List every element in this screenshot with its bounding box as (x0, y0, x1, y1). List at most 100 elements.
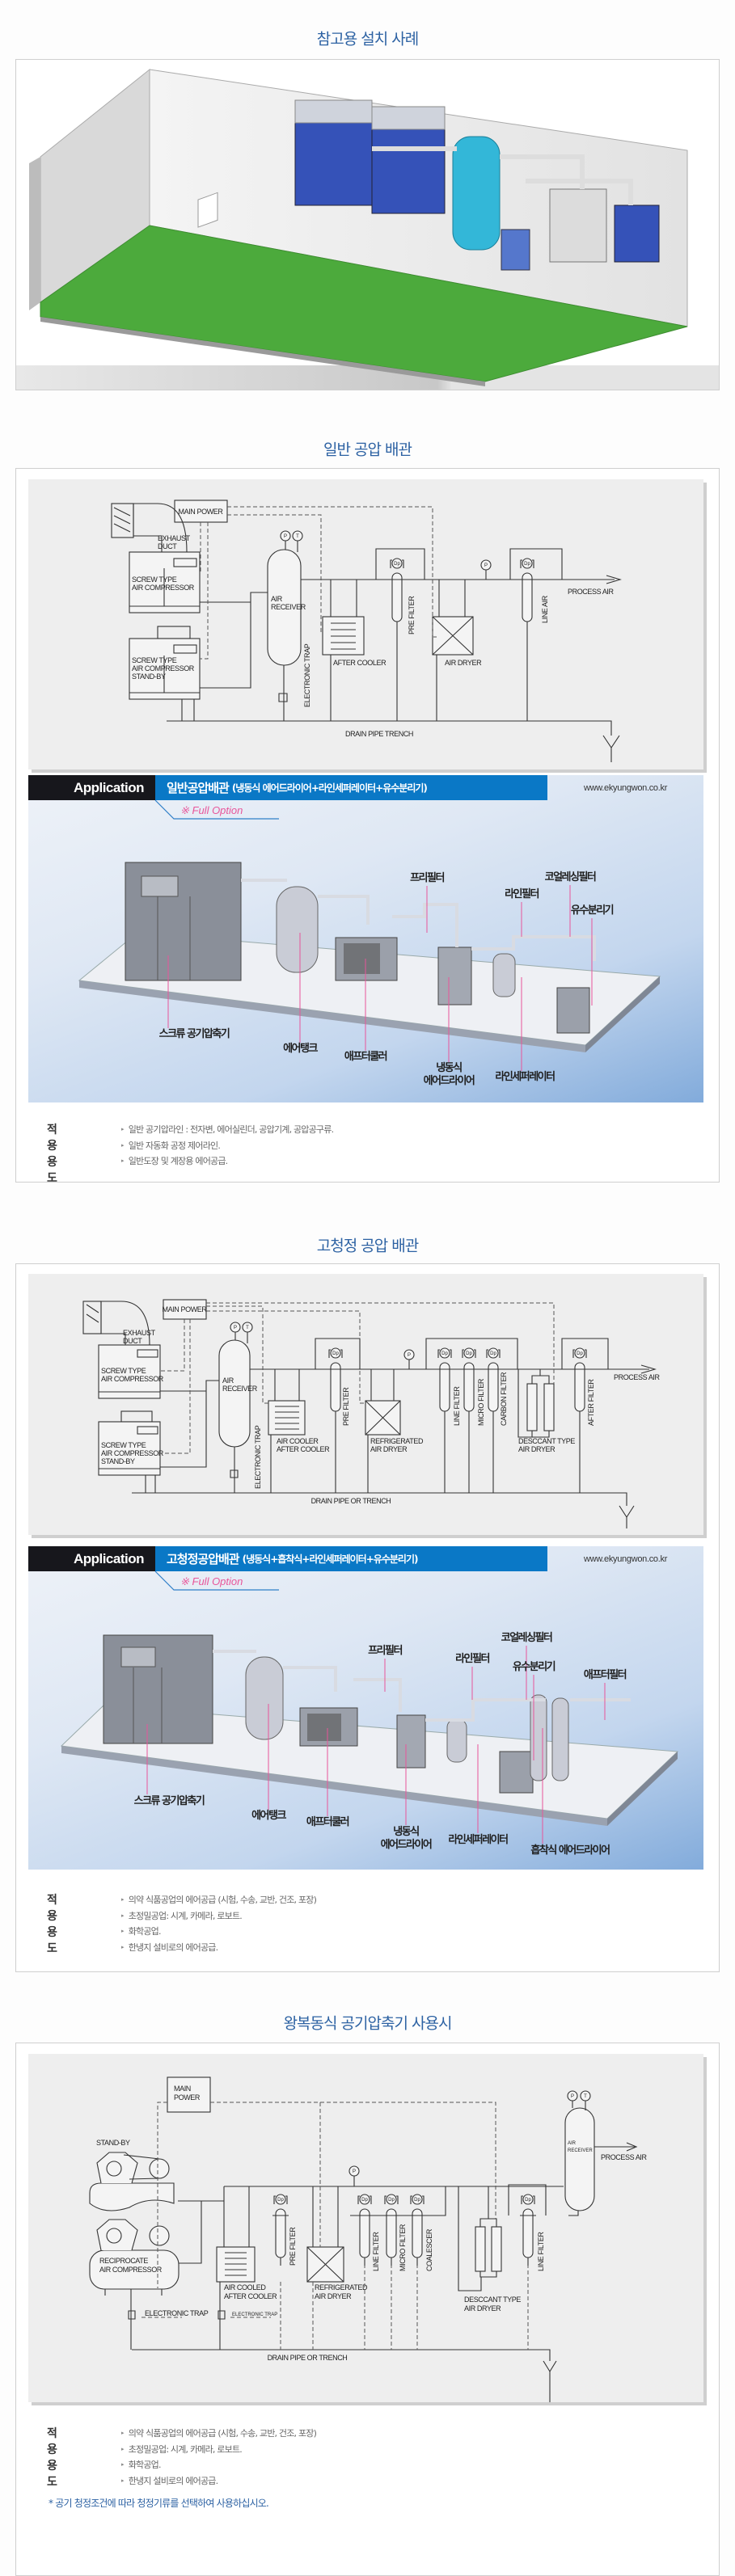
standby-reciprocating-compressor (89, 2152, 175, 2211)
label-refrigerated-dryer-2: 에어드라이어 (423, 1075, 475, 1087)
label-desiccant-dryer: 흡착식 에어드라이어 (530, 1845, 610, 1857)
dp-gauge-label: Dp (277, 2198, 284, 2203)
coalescer-label: COALESCER (425, 2228, 433, 2271)
filter-icon: Dp (272, 2194, 289, 2266)
compressor-label: AIR COMPRESSOR (101, 1375, 164, 1383)
label-screw-compressor: 스크류 공기압축기 (158, 1028, 230, 1040)
pre-filter-label: PRE FILTER (408, 596, 416, 635)
label-pre-filter: 프리필터 (410, 872, 445, 884)
carbon-filter-label: CARBON FILTER (500, 1372, 508, 1426)
pressure-gauge-icon: P (284, 534, 287, 539)
main-power-label: POWER (174, 2093, 201, 2102)
application-header: Application 고청정공압배관(냉동식+흡착식+라인세퍼레이터+유수분리… (28, 1546, 703, 1571)
electronic-trap-label: ELECTRONIC TRAP (145, 2309, 209, 2317)
receiver-label: AIR (271, 595, 283, 603)
line-filter-label: LINE FILTER (372, 2232, 380, 2271)
label-line-filter: 라인필터 (505, 888, 539, 900)
usage-item: 화학공업. (121, 2458, 687, 2474)
usage-item: 초정밀공업: 시계, 카메라, 로보트. (121, 2443, 687, 2459)
dp-gauge-label: Dp (525, 2198, 531, 2203)
dp-gauge-label: Dp (414, 2198, 420, 2203)
duct-label: DUCT (123, 1337, 142, 1345)
filter-icon: Dp (409, 2194, 425, 2266)
reciprocating-compressor (89, 2219, 180, 2296)
application-header: Application 일반공압배관(냉동식 에어드라이어+라인세퍼레이터+유수… (28, 775, 703, 800)
usage-item: 화학공업. (121, 1925, 687, 1941)
label-oil-separator: 유수분리기 (570, 904, 615, 917)
application-title-sub: (냉동식 에어드라이어+라인세퍼레이터+유수분리기) (231, 782, 428, 794)
drain-label: DRAIN PIPE TRENCH (345, 730, 413, 738)
reciprocating-piping-diagram: MAIN POWER STAND-BY RECIPROCATE AIR COMP… (28, 2054, 703, 2402)
label-line-separator: 라인세퍼레이터 (495, 1071, 555, 1083)
label-pre-filter: 프리필터 (368, 1645, 403, 1657)
line-filter-label: LINE FILTER (453, 1386, 461, 1426)
label-refrigerated-dryer-1: 냉동식 (436, 1062, 463, 1074)
label-screw-compressor: 스크류 공기압축기 (133, 1795, 205, 1807)
full-option-label: ※ Full Option (180, 1575, 243, 1587)
pressure-gauge-icon: P (353, 2169, 356, 2174)
usage-item: 초정밀공업: 시계, 카메라, 로보트. (121, 1909, 687, 1925)
application-title-main: 고청정공압배관 (167, 1552, 240, 1566)
application-title: 일반공압배관(냉동식 에어드라이어+라인세퍼레이터+유수분리기) (155, 775, 547, 800)
application-tag: Application (28, 775, 155, 800)
usage-item: 일반 자동화 공정 제어라인. (121, 1139, 687, 1155)
application-title: 고청정공압배관(냉동식+흡착식+라인세퍼레이터+유수분리기) (155, 1546, 547, 1571)
dp-gauge-label: Dp (490, 1351, 496, 1356)
compressor-unit (294, 99, 446, 214)
label-air-tank: 에어탱크 (283, 1043, 318, 1055)
application-title-main: 일반공압배관 (167, 781, 230, 795)
dp-gauge-label: Dp (466, 1351, 472, 1356)
installation-room-illustration (16, 60, 719, 390)
section-title-general: 일반 공압 배관 (323, 441, 412, 459)
usage-label: 적용용도 (47, 1894, 57, 1955)
filter-icon: Dp (561, 1338, 609, 1493)
line-air-filter-label: LINE AIR (541, 595, 549, 623)
usage-item: 일반 공기압라인 : 전자변, 에어실린더, 공압기계, 공압공구류. (121, 1123, 687, 1139)
section-title-reciprocating: 왕복동식 공기압축기 사용시 (283, 2014, 453, 2033)
standby-compressor-label: SCREW TYPE (101, 1441, 146, 1449)
exhaust-label: EXHAUST (158, 534, 191, 542)
standby-compressor-label: AIR COMPRESSOR (132, 664, 195, 672)
label-air-tank: 에어탱크 (251, 1810, 286, 1822)
dp-gauge-label: Dp (441, 1351, 448, 1356)
compressor-label: AIR COMPRESSOR (132, 584, 195, 592)
standby-label: STAND-BY (96, 2139, 130, 2147)
filter-icon: Dp (461, 1347, 477, 1493)
exhaust-label: EXHAUST (123, 1329, 156, 1337)
micro-filter-label: MICRO FILTER (399, 2224, 407, 2271)
air-cooler-label: AIR COOLER (277, 1437, 319, 1445)
pre-filter-label: PRE FILTER (289, 2227, 297, 2266)
air-tank (452, 136, 501, 251)
electronic-trap-label: ELECTRONIC TRAP (303, 643, 311, 707)
label-after-cooler: 애프터쿨러 (344, 1051, 388, 1063)
compressor-label: AIR COMPRESSOR (99, 2266, 163, 2274)
micro-filter-label: MICRO FILTER (477, 1378, 485, 1426)
label-coalescing-filter: 코얼레싱필터 (544, 871, 597, 883)
dp-gauge-label: Dp (524, 562, 530, 567)
compressor-label: SCREW TYPE (132, 575, 177, 584)
usage-item: 의약 식품공업의 에어공급 (시험, 수송, 교반, 건조, 포장) (121, 2426, 687, 2443)
pre-filter-label: PRE FILTER (342, 1387, 350, 1426)
usage-label: 적용용도 (47, 2427, 57, 2489)
label-refrigerated-dryer-1: 냉동식 (393, 1826, 420, 1838)
usage-label: 적용용도 (47, 1124, 57, 1185)
filter-icon: Dp (425, 1338, 518, 1493)
line-filter-label: LINE FILTER (537, 2232, 545, 2271)
usage-item: 한냉지 설비로의 에어공급. (121, 2474, 687, 2490)
main-power-label: MAIN (174, 2085, 191, 2093)
application-tag: Application (28, 1546, 155, 1571)
high-purity-application-illustration (60, 1570, 679, 1844)
section-title-installation: 참고용 설치 사례 (316, 30, 419, 48)
filter-icon: Dp (315, 1338, 361, 1493)
general-application-illustration (78, 799, 661, 1071)
dp-gauge-label: Dp (332, 1351, 339, 1356)
after-cooler-label: AFTER COOLER (333, 659, 387, 667)
process-air-label: PROCESS AIR (601, 2153, 648, 2161)
desiccant-dryer-label: DESCCANT TYPE (464, 2296, 521, 2304)
standby-compressor-label: SCREW TYPE (132, 656, 177, 664)
receiver-label: RECEIVER (271, 603, 306, 611)
after-filter-label: AFTER FILTER (587, 1379, 595, 1426)
filter-icon: Dp (485, 1347, 501, 1493)
process-air-label: PROCESS AIR (614, 1373, 661, 1381)
electronic-trap-label: ELECTRONIC TRAP (232, 2312, 277, 2317)
